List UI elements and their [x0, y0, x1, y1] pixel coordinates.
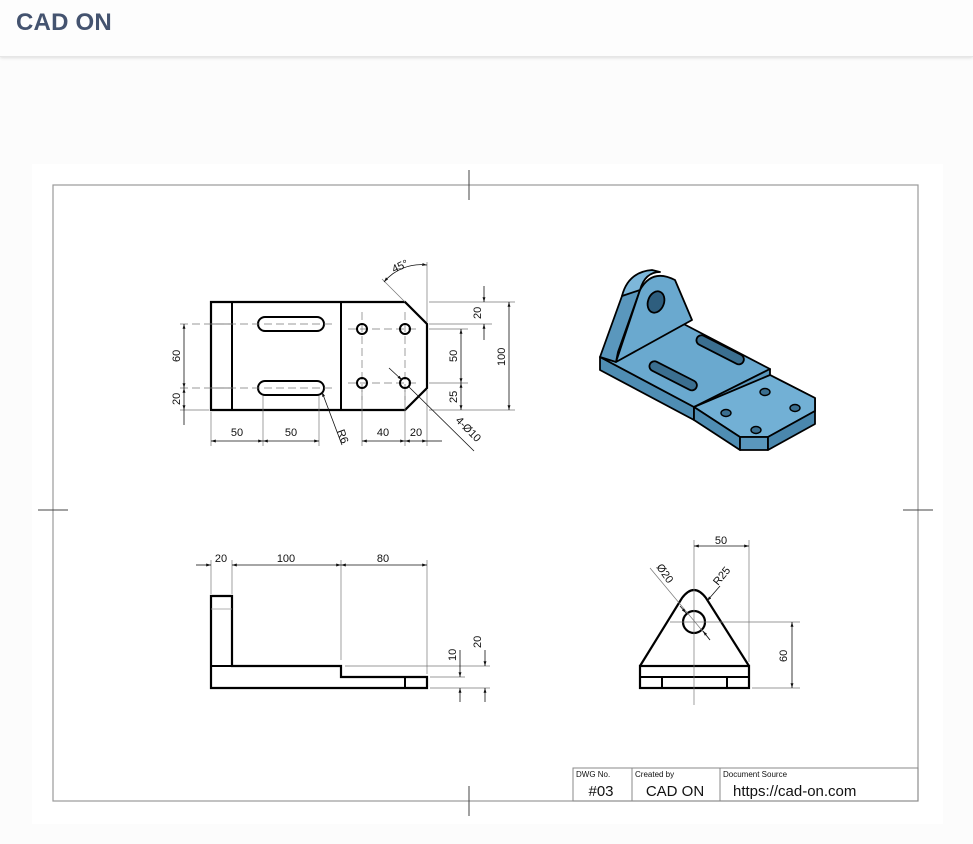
dim-20-right: 20: [472, 307, 484, 319]
document-source-value: https://cad-on.com: [733, 783, 856, 800]
dwg-no-label: DWG No.: [576, 770, 610, 779]
dim-front-10: 10: [447, 649, 459, 661]
isometric-view: [599, 269, 816, 451]
dwg-no-value: #03: [588, 783, 613, 800]
dim-40: 40: [377, 427, 389, 439]
dim-60: 60: [171, 350, 183, 362]
dim-front-80: 80: [377, 553, 389, 565]
created-by-label: Created by: [635, 770, 674, 779]
document-source-label: Document Source: [723, 770, 788, 779]
dim-50-right: 50: [448, 350, 460, 362]
dim-angle-45: 45°: [390, 258, 410, 276]
dim-100: 100: [496, 348, 508, 366]
drawing-image: 50 50 40 20 R6 4-Ø10 45° 60 20 20 50 25 …: [32, 164, 943, 824]
front-view: 20 100 80 10 20: [196, 553, 490, 702]
created-by-value: CAD ON: [646, 783, 704, 800]
dim-25-right: 25: [448, 391, 460, 403]
dim-side-dia20: Ø20: [654, 562, 676, 586]
dim-side-60: 60: [778, 650, 790, 662]
dim-front-20-vertical: 20: [472, 636, 484, 648]
dim-20-horizontal: 20: [410, 427, 422, 439]
dim-50-mid: 50: [285, 427, 297, 439]
dim-side-50: 50: [715, 535, 727, 547]
dim-r6: R6: [334, 428, 350, 445]
technical-drawing: 50 50 40 20 R6 4-Ø10 45° 60 20 20 50 25 …: [38, 170, 933, 816]
side-view: 50 Ø20 R25 60: [638, 535, 800, 705]
title-block: DWG No. #03 Created by CAD ON Document S…: [572, 767, 919, 802]
site-header: CAD ON: [0, 0, 973, 57]
dim-hole-4x10: 4-Ø10: [453, 415, 483, 445]
dim-20-vertical-left: 20: [171, 393, 183, 405]
dim-side-r25: R25: [711, 565, 733, 588]
dim-front-100: 100: [277, 553, 295, 565]
dim-front-20: 20: [215, 553, 227, 565]
site-title-link[interactable]: CAD ON: [16, 9, 112, 36]
top-view: 50 50 40 20 R6 4-Ø10 45° 60 20 20 50 25 …: [171, 258, 515, 452]
dim-50-left: 50: [231, 427, 243, 439]
sheet-border: [38, 170, 933, 816]
